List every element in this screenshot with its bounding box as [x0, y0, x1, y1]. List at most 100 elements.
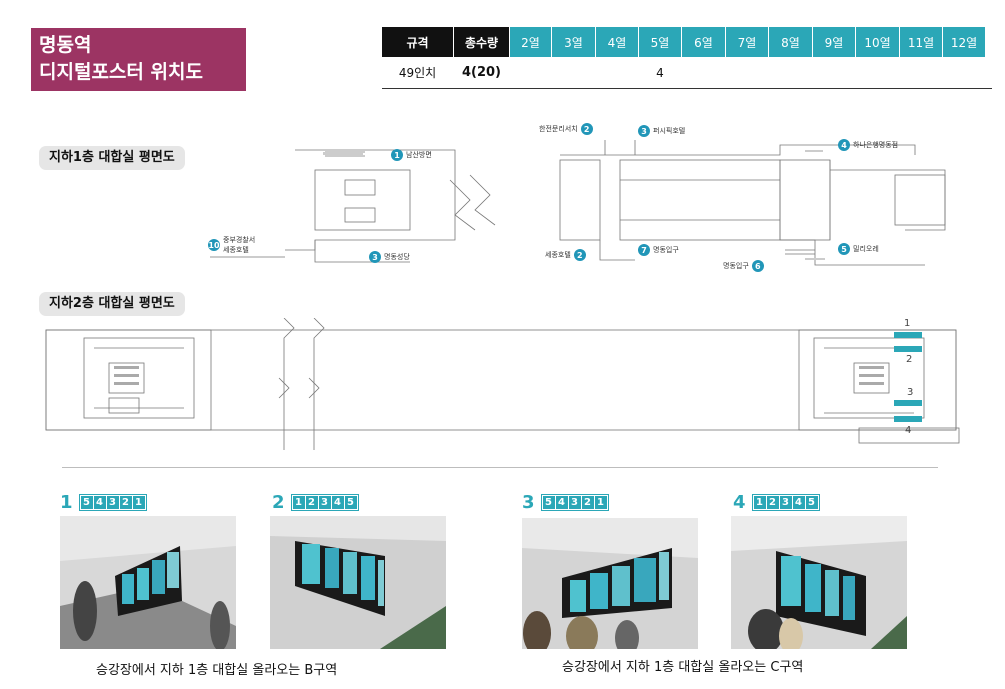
- marker-number: 2: [580, 123, 593, 135]
- spec-col: 6열: [682, 27, 726, 57]
- caption-c-zone: 승강장에서 지하 1층 대합실 올라오는 C구역: [562, 660, 804, 675]
- screen-box: 3: [779, 496, 792, 509]
- photo-number: 3: [522, 492, 535, 513]
- marker-label: 명동성당: [384, 253, 410, 261]
- screen-box: 5: [542, 496, 555, 509]
- marker-number: 2: [573, 249, 586, 261]
- screen-box: 3: [106, 496, 119, 509]
- spec-col: 8열: [769, 27, 813, 57]
- spec-col-value: [813, 57, 856, 88]
- location-marker: 10 중부경찰서 세종호텔: [208, 235, 255, 255]
- caption-b-zone: 승강장에서 지하 1층 대합실 올라오는 B구역: [96, 663, 338, 678]
- location-marker: 한전문리서치 2: [539, 123, 593, 135]
- spec-col-value: 4: [639, 57, 682, 88]
- marker-number: 1: [391, 149, 403, 161]
- spec-size-value: 49인치: [382, 57, 454, 88]
- screen-box: 4: [93, 496, 106, 509]
- marker-label: 중부경찰서 세종호텔: [223, 236, 256, 254]
- marker-label: 남산방면: [406, 151, 432, 159]
- marker-number: 4: [838, 139, 850, 151]
- screen-order: 1 2 3 4 5: [290, 494, 359, 511]
- screen-box: 2: [766, 496, 779, 509]
- spec-total-value: 4(20): [454, 57, 510, 88]
- spec-col: 4열: [596, 27, 639, 57]
- photo-number: 1: [60, 492, 73, 513]
- spec-head-total: 총수량: [454, 27, 510, 57]
- location-marker: 세종호텔 2: [545, 249, 586, 261]
- floor2-plan-drawing: [45, 318, 960, 450]
- screen-box: 2: [305, 496, 318, 509]
- spec-table: 규격 총수량 2열 3열 4열 5열 6열 7열 8열 9열 10열 11열 1…: [382, 27, 992, 89]
- screen-box: 1: [292, 496, 305, 509]
- screen-box: 2: [119, 496, 132, 509]
- floor1-label: 지하1층 대합실 평면도: [39, 146, 185, 170]
- zone-number: 2: [906, 354, 913, 365]
- spec-col: 11열: [900, 27, 943, 57]
- marker-label: 명동입구: [653, 246, 679, 254]
- site-photo-3: [522, 518, 698, 649]
- floor1-plan-drawing: [210, 140, 946, 266]
- marker-label: 명동입구: [723, 262, 749, 270]
- spec-col-value: [856, 57, 900, 88]
- photo-label-2: 2 1 2 3 4 5: [272, 492, 359, 513]
- floor2-plan: [44, 318, 964, 450]
- zone-number: 1: [904, 318, 911, 329]
- screen-box: 5: [805, 496, 818, 509]
- spec-col: 3열: [552, 27, 596, 57]
- spec-col-value: [769, 57, 813, 88]
- marker-label: 세종호텔: [545, 251, 571, 259]
- spec-value-row: 49인치 4(20) 4: [382, 57, 992, 89]
- marker-number: 6: [751, 260, 764, 272]
- spec-col-value: [552, 57, 596, 88]
- spec-col-value: [726, 57, 769, 88]
- zone-number: 4: [905, 425, 912, 436]
- marker-number: 3: [638, 125, 650, 137]
- spec-col-value: [682, 57, 726, 88]
- marker-number: 5: [838, 243, 850, 255]
- marker-label: 밀리오레: [853, 245, 879, 253]
- section-divider: [62, 467, 938, 468]
- screen-box: 1: [753, 496, 766, 509]
- spec-col-value: [510, 57, 552, 88]
- floor2-label: 지하2층 대합실 평면도: [39, 292, 185, 316]
- photo-label-1: 1 5 4 3 2 1: [60, 492, 147, 513]
- location-marker: 5 밀리오레: [838, 243, 879, 255]
- spec-header-row: 규격 총수량 2열 3열 4열 5열 6열 7열 8열 9열 10열 11열 1…: [382, 27, 992, 57]
- site-photo-4: [731, 516, 907, 649]
- zone-number: 3: [907, 387, 914, 398]
- spec-head-size: 규격: [382, 27, 454, 57]
- photo-number: 4: [733, 492, 746, 513]
- location-marker: 4 하나은행명동점: [838, 139, 898, 151]
- screen-box: 2: [581, 496, 594, 509]
- screen-box: 4: [331, 496, 344, 509]
- screen-box: 4: [555, 496, 568, 509]
- screen-order: 5 4 3 2 1: [540, 494, 609, 511]
- floor1-plan: [205, 120, 985, 280]
- title-line2: 디지털포스터 위치도: [39, 61, 203, 83]
- spec-col: 10열: [856, 27, 900, 57]
- marker-label: 한전문리서치: [539, 125, 578, 133]
- screen-box: 5: [80, 496, 93, 509]
- site-photo-2: [270, 516, 446, 649]
- spec-col: 12열: [943, 27, 986, 57]
- marker-number: 7: [638, 244, 650, 256]
- spec-col: 5열: [639, 27, 682, 57]
- spec-col: 7열: [726, 27, 769, 57]
- screen-box: 1: [594, 496, 607, 509]
- photo-label-4: 4 1 2 3 4 5: [733, 492, 820, 513]
- screen-box: 4: [792, 496, 805, 509]
- spec-col-value: [900, 57, 943, 88]
- marker-number: 10: [208, 239, 220, 251]
- screen-box: 5: [344, 496, 357, 509]
- location-marker: 7 명동입구: [638, 244, 679, 256]
- screen-box: 3: [568, 496, 581, 509]
- screen-order: 5 4 3 2 1: [78, 494, 147, 511]
- marker-number: 3: [369, 251, 381, 263]
- marker-label: 퍼시픽호텔: [653, 127, 686, 135]
- screen-order: 1 2 3 4 5: [751, 494, 820, 511]
- location-marker: 1 남산방면: [391, 149, 432, 161]
- location-marker: 명동입구 6: [723, 260, 764, 272]
- photo-number: 2: [272, 492, 285, 513]
- site-photo-1: [60, 516, 236, 649]
- title-line1: 명동역: [39, 34, 92, 56]
